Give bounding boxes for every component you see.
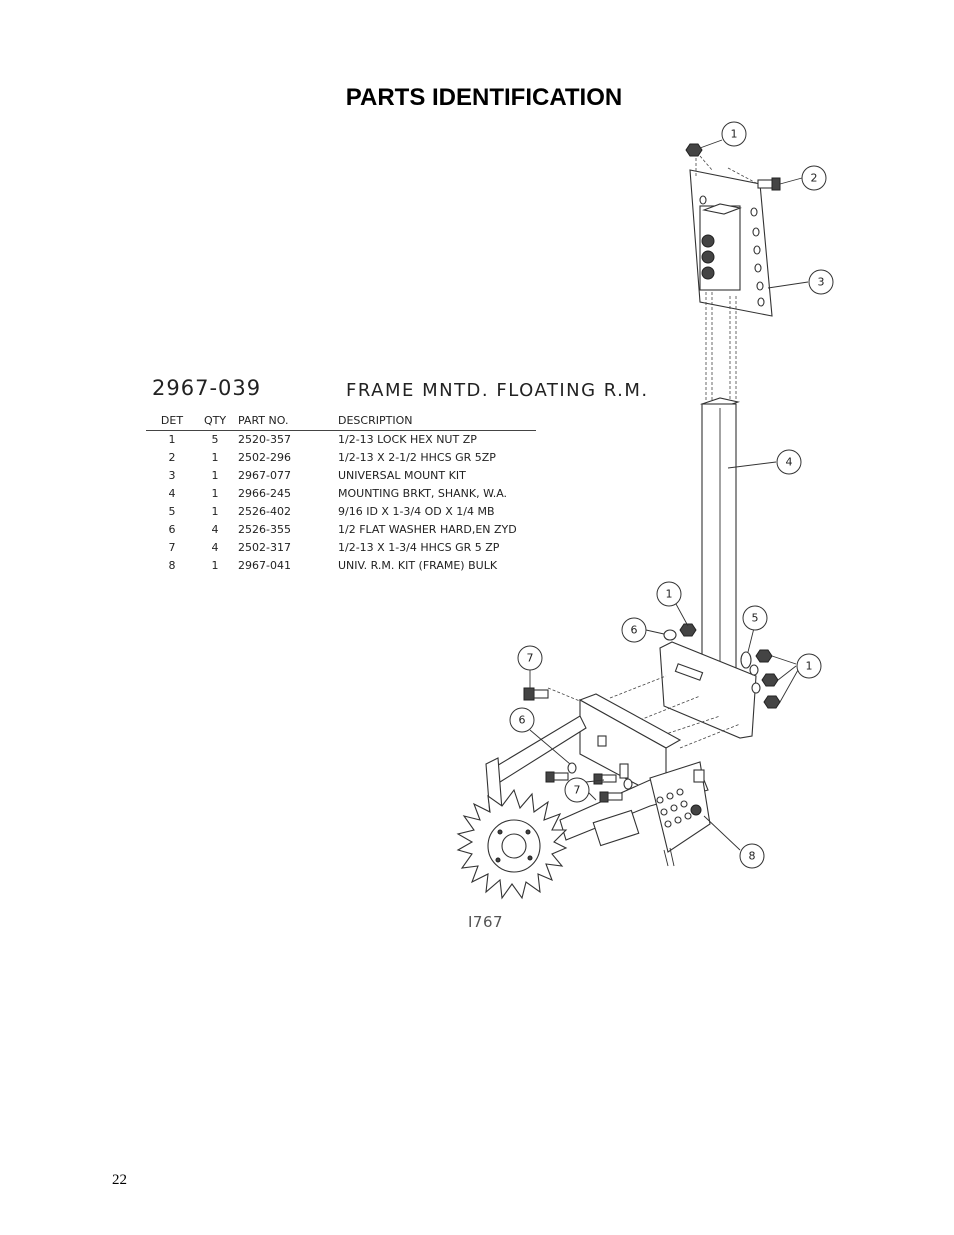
cell-part-no: 2967-041 — [238, 558, 291, 572]
cell-det: 2 — [168, 450, 176, 464]
cell-qty: 1 — [211, 450, 219, 464]
page-title: PARTS IDENTIFICATION — [345, 84, 623, 111]
page-number: 22 — [112, 1172, 127, 1188]
callout-5: 5 — [742, 605, 768, 631]
callout-label: 1 — [666, 588, 673, 601]
callout-4: 4 — [776, 449, 802, 475]
flat-washer — [749, 664, 759, 676]
cell-qty: 1 — [211, 486, 219, 500]
cell-description: 9/16 ID X 1-3/4 OD X 1/4 MB — [338, 504, 495, 518]
flat-washer — [567, 762, 577, 774]
callout-label: 6 — [631, 624, 638, 637]
callout-label: 7 — [574, 784, 581, 797]
header-det: DET — [146, 412, 198, 431]
table-row: 1 5 2520-357 1/2-13 LOCK HEX NUT ZP — [146, 431, 536, 450]
cell-description: UNIVERSAL MOUNT KIT — [338, 468, 466, 482]
callout-1: 1 — [721, 121, 747, 147]
figure-id: I767 — [468, 913, 504, 931]
assembly-number: 2967-039 — [152, 376, 262, 400]
callout-label: 8 — [749, 850, 756, 863]
callout-1: 1 — [796, 653, 822, 679]
header-part-no: PART NO. — [232, 412, 336, 431]
cell-description: 1/2-13 LOCK HEX NUT ZP — [338, 432, 477, 446]
table-row: 4 1 2966-245 MOUNTING BRKT, SHANK, W.A. — [146, 485, 536, 503]
callout-7: 7 — [517, 645, 543, 671]
callout-label: 4 — [786, 456, 793, 469]
cell-description: 1/2 FLAT WASHER HARD,EN ZYD — [338, 522, 517, 536]
header-description: DESCRIPTION — [336, 412, 536, 431]
callout-label: 1 — [806, 660, 813, 673]
row-cleaner-wheel — [456, 788, 568, 900]
callout-label: 5 — [752, 612, 759, 625]
hhcs-bolt — [523, 687, 549, 701]
cell-qty: 1 — [211, 468, 219, 482]
table-row: 8 1 2967-041 UNIV. R.M. KIT (FRAME) BULK — [146, 557, 536, 575]
mounting-bracket-shank — [659, 397, 757, 739]
cell-description: UNIV. R.M. KIT (FRAME) BULK — [338, 558, 498, 572]
cell-det: 5 — [168, 504, 176, 518]
universal-mount-plate — [689, 169, 773, 317]
row-cleaner-frame — [485, 693, 711, 867]
cell-det: 7 — [168, 540, 176, 554]
cell-part-no: 2526-402 — [238, 504, 291, 518]
callout-1: 1 — [656, 581, 682, 607]
callout-6: 6 — [509, 707, 535, 733]
cell-part-no: 2520-357 — [238, 432, 291, 446]
hhcs-bolt — [545, 771, 569, 783]
cell-qty: 1 — [211, 504, 219, 518]
cell-qty: 4 — [211, 522, 219, 536]
table-row: 6 4 2526-355 1/2 FLAT WASHER HARD,EN ZYD — [146, 521, 536, 539]
cell-part-no: 2966-245 — [238, 486, 291, 500]
cell-det: 4 — [168, 486, 176, 500]
cell-part-no: 2502-317 — [238, 540, 291, 554]
callout-label: 3 — [818, 276, 825, 289]
cell-description: MOUNTING BRKT, SHANK, W.A. — [338, 486, 508, 500]
parts-table-header: DET QTY PART NO. DESCRIPTION — [146, 412, 536, 431]
cell-det: 8 — [168, 558, 176, 572]
table-row: 5 1 2526-402 9/16 ID X 1-3/4 OD X 1/4 MB — [146, 503, 536, 521]
cell-description: 1/2-13 X 1-3/4 HHCS GR 5 ZP — [338, 540, 500, 554]
assembly-name: FRAME MNTD. FLOATING R.M. — [346, 380, 649, 401]
table-row: 7 4 2502-317 1/2-13 X 1-3/4 HHCS GR 5 ZP — [146, 539, 536, 557]
cell-det: 3 — [168, 468, 176, 482]
lock-hex-nut — [755, 649, 773, 663]
flat-washer — [751, 682, 761, 694]
parts-table: DET QTY PART NO. DESCRIPTION 1 5 2520-35… — [146, 412, 536, 575]
lock-hex-nut — [763, 695, 781, 709]
cell-part-no: 2967-077 — [238, 468, 291, 482]
hhcs-bolt — [593, 773, 617, 785]
cell-qty: 1 — [211, 558, 219, 572]
callout-label: 1 — [731, 128, 738, 141]
lock-hex-nut-top — [685, 143, 703, 157]
lock-hex-nut — [679, 623, 697, 637]
callout-7: 7 — [564, 777, 590, 803]
callout-label: 6 — [519, 714, 526, 727]
cell-qty: 4 — [211, 540, 219, 554]
cell-qty: 5 — [211, 432, 219, 446]
cell-det: 6 — [168, 522, 176, 536]
cell-part-no: 2526-355 — [238, 522, 291, 536]
machine-bushing-washer — [740, 651, 752, 669]
callout-2: 2 — [801, 165, 827, 191]
callout-3: 3 — [808, 269, 834, 295]
callout-label: 2 — [811, 172, 818, 185]
callout-label: 7 — [527, 652, 534, 665]
cell-part-no: 2502-296 — [238, 450, 291, 464]
lock-hex-nut — [761, 673, 779, 687]
header-qty: QTY — [198, 412, 232, 431]
hhcs-bolt-top — [757, 177, 781, 191]
flat-washer — [663, 629, 677, 641]
callout-8: 8 — [739, 843, 765, 869]
flat-washer — [623, 778, 633, 790]
hhcs-bolt — [599, 791, 623, 803]
cell-det: 1 — [168, 432, 176, 446]
cell-description: 1/2-13 X 2-1/2 HHCS GR 5ZP — [338, 450, 496, 464]
table-row: 2 1 2502-296 1/2-13 X 2-1/2 HHCS GR 5ZP — [146, 449, 536, 467]
callout-6: 6 — [621, 617, 647, 643]
table-row: 3 1 2967-077 UNIVERSAL MOUNT KIT — [146, 467, 536, 485]
